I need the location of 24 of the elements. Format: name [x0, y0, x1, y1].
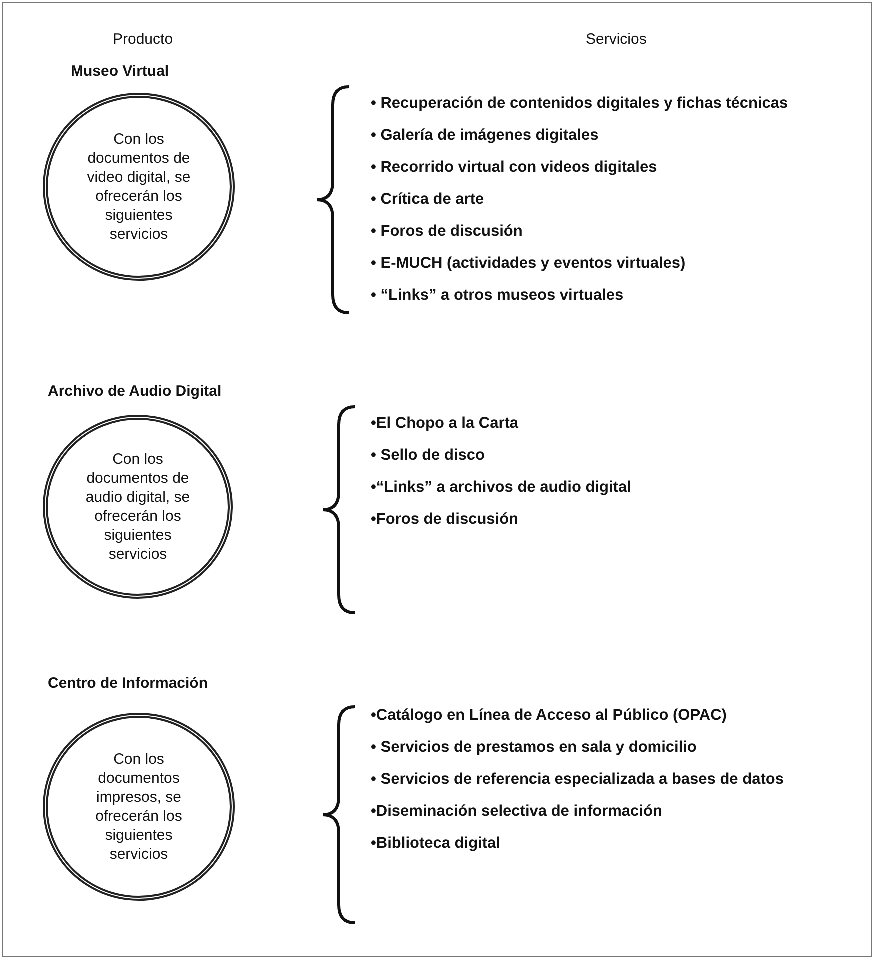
service-item: •Catálogo en Línea de Acceso al Público (OPAC): [371, 706, 728, 726]
service-item: • Recorrido virtual con videos digitales: [371, 158, 658, 178]
service-item: •“Links” a archivos de audio digital: [371, 478, 632, 498]
service-item: •El Chopo a la Carta: [371, 414, 520, 434]
section-heading: Centro de Información: [48, 675, 208, 692]
service-item: • Foros de discusión: [371, 222, 524, 242]
section-heading: Archivo de Audio Digital: [48, 383, 222, 400]
column-heading: Servicios: [586, 31, 647, 48]
service-item: • Servicios de referencia especializada a bases de datos: [371, 770, 785, 790]
service-item: •Foros de discusión: [371, 510, 520, 530]
service-item: • Crítica de arte: [371, 190, 486, 210]
service-item: • “Links” a otros museos virtuales: [371, 286, 625, 306]
service-item: • Recuperación de contenidos digitales y fichas técnicas: [371, 94, 790, 114]
section-heading: Museo Virtual: [71, 63, 170, 80]
service-item: • E-MUCH (actividades y eventos virtuales): [371, 254, 687, 274]
service-item: •Diseminación selectiva de información: [371, 802, 664, 822]
circle-text: Con los documentos de audio digital, se ofrecerán los siguientes servicios: [86, 450, 190, 564]
circle-text: Con los documentos impresos, se ofrecerán los siguientes servicios: [94, 750, 184, 864]
circle-text: Con los documentos de video digital, se ofrecerán los siguientes servicios: [86, 130, 192, 244]
service-item: •Biblioteca digital: [371, 834, 502, 854]
service-item: • Servicios de prestamos en sala y domicilio: [371, 738, 698, 758]
column-heading: Producto: [113, 31, 174, 48]
service-item: • Galería de imágenes digitales: [371, 126, 600, 146]
service-item: • Sello de disco: [371, 446, 486, 466]
